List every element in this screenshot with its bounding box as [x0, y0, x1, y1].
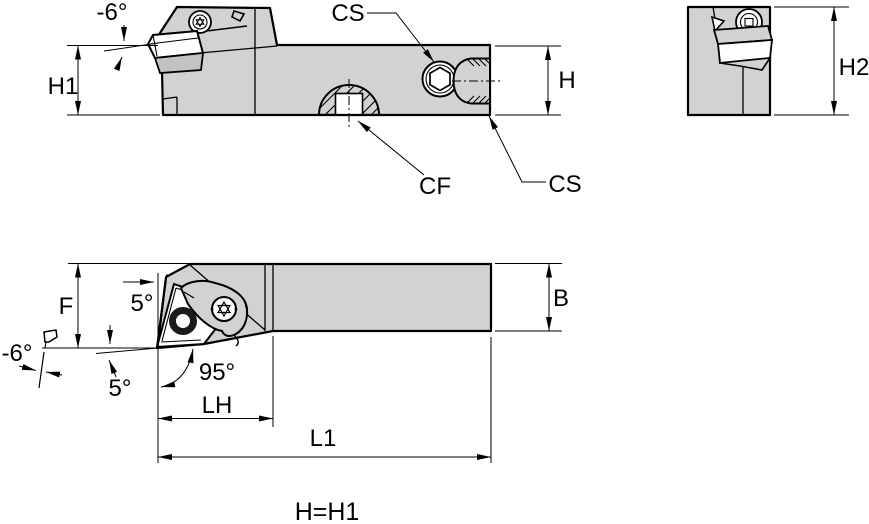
coolant-port-icon: [316, 79, 382, 146]
callout-label-cs-end: CS: [548, 171, 581, 198]
angle-label-clearance-front: 5°: [131, 290, 154, 317]
angle-label-lead: 95°: [199, 359, 235, 386]
insert-end: [710, 15, 726, 33]
callout-end-screw: CS: [488, 115, 582, 198]
dim-label-f: F: [59, 293, 74, 320]
end-screw-icon: [452, 57, 501, 105]
dim-l1: L1: [158, 337, 492, 463]
dim-h: H: [495, 45, 576, 116]
dim-label-h2: H2: [839, 54, 869, 81]
callout-label-cs-top: CS: [331, 0, 364, 27]
dim-label-h1: H1: [48, 73, 79, 100]
dim-label-lh: LH: [202, 392, 233, 419]
angle-rake-side: -6°: [97, 0, 159, 72]
callout-clamp-screw: CS: [331, 0, 435, 63]
angle-label-inclination: -6°: [2, 340, 33, 367]
note-h-equals-h1: H=H1: [295, 498, 360, 524]
insert-hole-icon: [169, 307, 197, 335]
angle-label-rake-side: -6°: [97, 0, 128, 26]
shim-side: [153, 51, 205, 74]
angle-clearance-front: 5°: [123, 273, 168, 349]
dim-b: B: [495, 263, 569, 332]
angle-clearance-side: 5°: [95, 325, 159, 402]
clamp-screw-top-icon: [210, 296, 238, 322]
clamp-screw-icon: [188, 10, 212, 34]
callout-coolant: CF: [357, 120, 451, 200]
side-view: H1 -6° H CS CF CS: [48, 0, 582, 200]
dim-label-h: H: [558, 67, 575, 94]
insert-side: [146, 29, 205, 60]
dim-label-b: B: [553, 285, 569, 312]
dim-lh: LH: [158, 336, 274, 427]
dim-h1: H1: [48, 45, 160, 116]
angle-inclination: -6°: [2, 329, 63, 389]
dim-h2: H2: [774, 6, 869, 116]
angle-lead: 95°: [160, 348, 235, 388]
callout-label-cf: CF: [419, 173, 451, 200]
end-view: H2: [686, 5, 869, 117]
angle-label-clearance-side: 5°: [109, 375, 132, 402]
top-view: F 5° -6° 5° 95° LH: [2, 262, 569, 463]
hex-socket-screw-icon: [421, 60, 459, 98]
dim-label-l1: L1: [310, 425, 337, 452]
clamp-nose-side: [231, 10, 246, 23]
dim-f: F: [59, 263, 189, 348]
